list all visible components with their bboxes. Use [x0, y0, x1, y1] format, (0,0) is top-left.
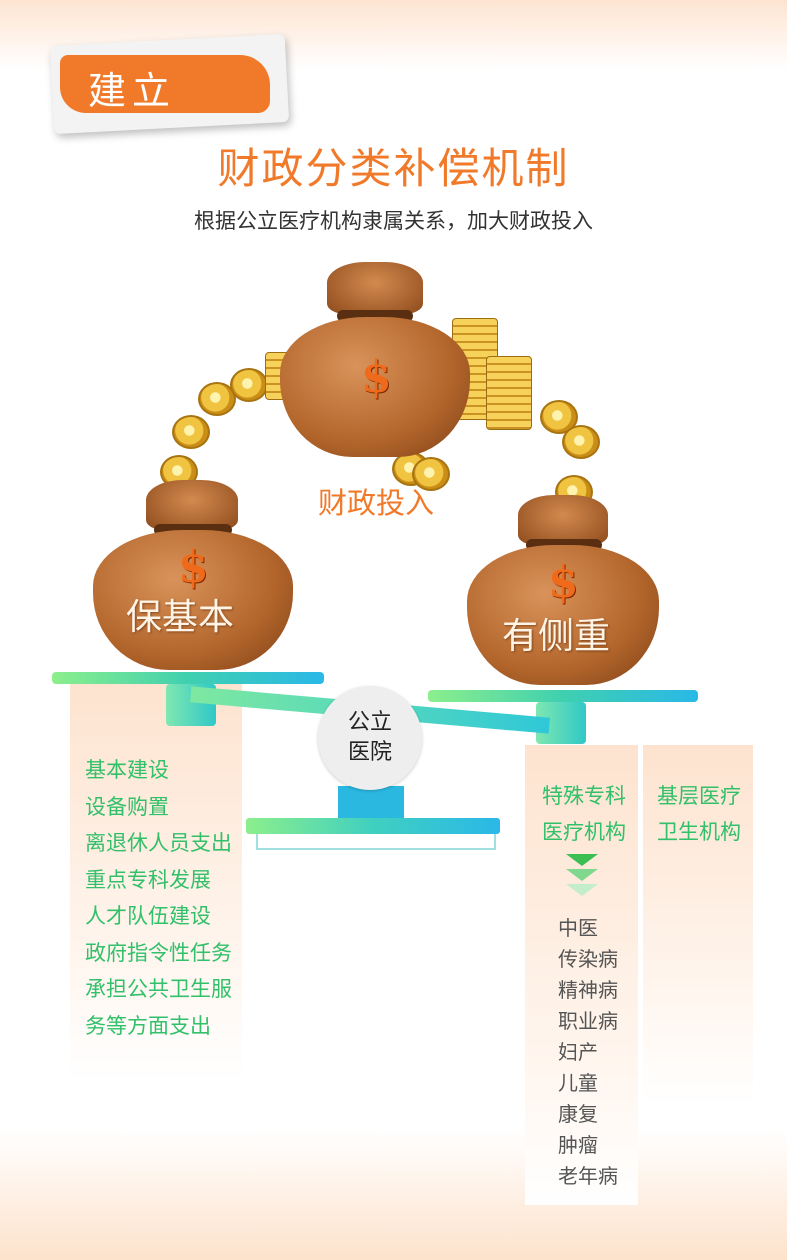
hub-line-1: 公立 — [347, 710, 392, 735]
page-title: 财政分类补偿机制 — [217, 144, 570, 193]
list-item: 政府指令性任务 — [85, 940, 232, 965]
gold-coin-icon — [412, 457, 450, 491]
list-item: 离退休人员支出 — [85, 831, 232, 855]
money-bag-icon: $ 保基本 — [88, 480, 298, 672]
specialty-list: 中医 传染病 精神病 职业病 妇产 儿童 康复 肿瘤 老年病 — [558, 913, 618, 1192]
focus-emphasis-label: 有侧重 — [502, 616, 611, 657]
gold-coin-icon — [562, 425, 600, 459]
heading-line: 基层医疗 — [657, 784, 741, 808]
special-hospital-panel — [525, 745, 638, 1205]
list-item: 职业病 — [558, 1009, 618, 1033]
gold-coin-icon — [172, 415, 210, 449]
left-scale-plate — [52, 672, 324, 684]
dollar-sign-icon: $ — [178, 542, 209, 593]
primary-care-panel — [643, 745, 753, 1105]
hub-line-2: 医院 — [347, 740, 392, 765]
list-item: 设备购置 — [85, 794, 169, 819]
list-item: 传染病 — [558, 947, 618, 971]
heading-line: 卫生机构 — [657, 820, 741, 844]
coin-stack-icon — [486, 356, 532, 430]
list-item: 精神病 — [558, 978, 618, 1002]
heading-line: 医疗机构 — [542, 820, 626, 844]
list-item: 承担公共卫生服 — [85, 977, 232, 1001]
fiscal-input-label: 财政投入 — [318, 486, 435, 520]
gold-coin-icon — [198, 382, 236, 416]
right-scale-plate — [428, 690, 698, 702]
gold-coin-icon — [230, 368, 268, 402]
list-item: 重点专科发展 — [85, 867, 211, 892]
primary-care-heading: 基层医疗 卫生机构 — [657, 778, 741, 850]
list-item: 务等方面支出 — [85, 1013, 211, 1038]
scale-stand — [338, 786, 404, 820]
list-item: 基本建设 — [85, 758, 169, 782]
special-hospital-heading: 特殊专科 医疗机构 — [542, 778, 626, 850]
chevron-down-icon — [566, 854, 598, 896]
list-item: 妇产 — [558, 1040, 598, 1064]
list-item: 中医 — [558, 916, 598, 940]
list-item: 人才队伍建设 — [85, 904, 211, 928]
page-subtitle: 根据公立医疗机构隶属关系，加大财政投入 — [194, 209, 593, 233]
public-hospital-hub: 公立 医院 — [318, 686, 422, 790]
list-item: 儿童 — [558, 1071, 598, 1095]
scale-base-foot — [256, 834, 496, 850]
left-expense-list: 基本建设 设备购置 离退休人员支出 重点专科发展 人才队伍建设 政府指令性任务 … — [85, 752, 245, 1044]
list-item: 康复 — [558, 1102, 598, 1126]
list-item: 老年病 — [558, 1164, 618, 1188]
dollar-sign-icon: $ — [361, 352, 392, 403]
heading-line: 特殊专科 — [542, 784, 626, 808]
basic-guarantee-label: 保基本 — [126, 597, 235, 638]
money-bag-icon: $ — [275, 262, 475, 462]
header-tag: 建立 — [88, 69, 177, 113]
left-expense-panel — [70, 682, 242, 1082]
money-bag-icon: $ 有侧重 — [462, 495, 664, 687]
list-item: 肿瘤 — [558, 1133, 598, 1157]
dollar-sign-icon: $ — [548, 557, 579, 608]
header-brush-stroke — [60, 55, 270, 113]
scale-base — [246, 818, 500, 834]
